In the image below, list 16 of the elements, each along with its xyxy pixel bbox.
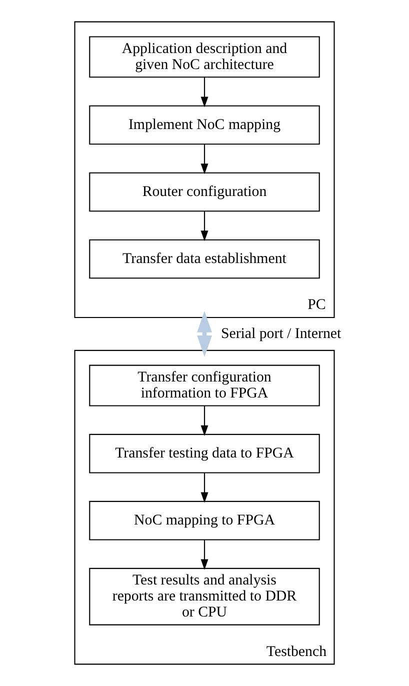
arrow xyxy=(200,77,208,108)
node-box: Transfer testing data to FPGA xyxy=(89,434,320,474)
edge-label: Serial port / Internet xyxy=(220,326,342,342)
arrow xyxy=(200,144,208,174)
node-box: Router configuration xyxy=(89,172,320,212)
arrow xyxy=(200,211,208,242)
arrow xyxy=(197,311,212,357)
node-box: NoC mapping to FPGA xyxy=(89,500,320,540)
node-box: Application description and given NoC architecture xyxy=(89,36,320,78)
arrow xyxy=(200,406,208,436)
node-box: Test results and analysis reports are transmitted to DDR or CPU xyxy=(89,568,320,626)
node-box: Transfer configuration information to FPGA xyxy=(89,364,320,406)
arrow xyxy=(200,473,208,503)
node-box: Implement NoC mapping xyxy=(89,105,320,145)
node-box: Transfer data establishment xyxy=(89,239,320,279)
arrow xyxy=(200,540,208,570)
